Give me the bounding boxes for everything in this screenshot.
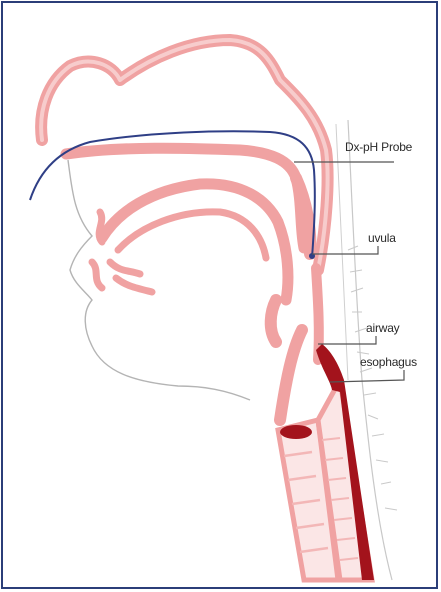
probe-label: Dx-pH Probe xyxy=(345,140,412,154)
epiglottis xyxy=(271,300,276,342)
lower-lip xyxy=(92,262,152,292)
esophagus-label: esophagus xyxy=(360,355,417,369)
upper-lip xyxy=(99,212,102,242)
uvula-label: uvula xyxy=(368,231,396,245)
larynx xyxy=(280,330,302,420)
tongue-lower xyxy=(118,212,266,258)
trachea-opening xyxy=(280,425,312,439)
label-leaders xyxy=(294,162,404,382)
airway-label: airway xyxy=(366,321,399,335)
pharynx-wall xyxy=(316,268,319,360)
